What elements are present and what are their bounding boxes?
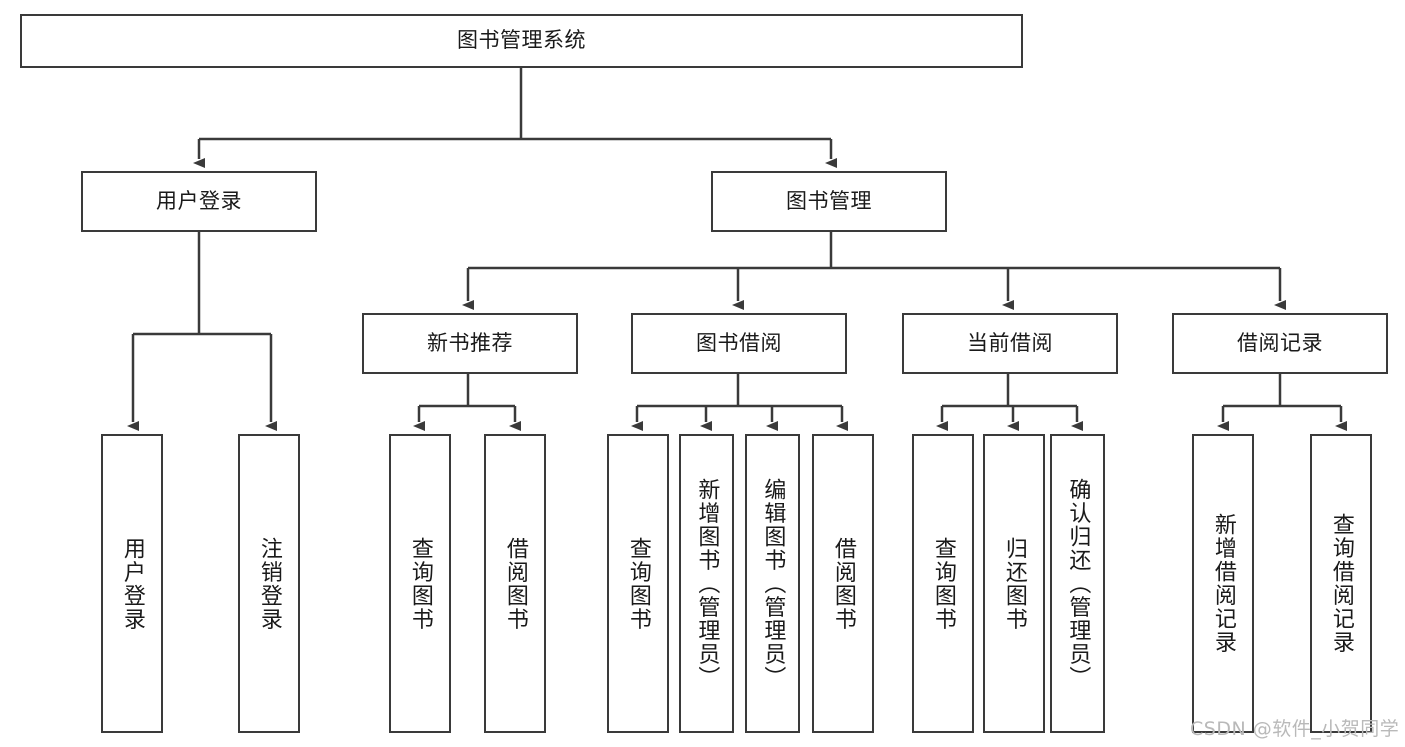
- node-leaf-query-borrow-record[interactable]: 查询借阅记录: [1310, 434, 1372, 733]
- node-leaf-add-borrow-record[interactable]: 新增借阅记录: [1192, 434, 1254, 733]
- node-leaf-confirm-return-admin[interactable]: 确认归还（管理员）: [1050, 434, 1105, 733]
- node-leaf-borrow-book-1-label: 借阅图书: [502, 536, 528, 631]
- node-leaf-query-book-3-label: 查询图书: [930, 536, 956, 631]
- node-leaf-add-book-admin-label: 新增图书（管理员）: [694, 477, 720, 690]
- node-borrow-record-label: 借阅记录: [1237, 330, 1323, 355]
- node-leaf-user-login[interactable]: 用户登录: [101, 434, 163, 733]
- node-leaf-borrow-book-1[interactable]: 借阅图书: [484, 434, 546, 733]
- node-leaf-return-book-label: 归还图书: [1001, 536, 1027, 631]
- node-leaf-borrow-book-2[interactable]: 借阅图书: [812, 434, 874, 733]
- node-current-borrow-label: 当前借阅: [967, 330, 1053, 355]
- node-book-manage[interactable]: 图书管理: [711, 171, 947, 232]
- node-new-book-recommend[interactable]: 新书推荐: [362, 313, 578, 374]
- node-leaf-confirm-return-admin-label: 确认归还（管理员）: [1065, 477, 1091, 690]
- node-book-manage-label: 图书管理: [786, 188, 872, 213]
- csdn-watermark: CSDN @软件_小贺同学: [1190, 718, 1400, 740]
- node-leaf-query-book-2-label: 查询图书: [625, 536, 651, 631]
- node-user-login-label: 用户登录: [156, 188, 242, 213]
- node-root[interactable]: 图书管理系统: [20, 14, 1023, 68]
- node-leaf-add-book-admin[interactable]: 新增图书（管理员）: [679, 434, 734, 733]
- node-leaf-query-borrow-record-label: 查询借阅记录: [1328, 513, 1354, 654]
- node-new-book-recommend-label: 新书推荐: [427, 330, 513, 355]
- node-leaf-add-borrow-record-label: 新增借阅记录: [1210, 513, 1236, 654]
- node-borrow-record[interactable]: 借阅记录: [1172, 313, 1388, 374]
- node-user-login[interactable]: 用户登录: [81, 171, 317, 232]
- node-leaf-logout-label: 注销登录: [256, 536, 282, 631]
- node-root-label: 图书管理系统: [457, 28, 586, 53]
- node-leaf-query-book-1[interactable]: 查询图书: [389, 434, 451, 733]
- node-leaf-edit-book-admin-label: 编辑图书（管理员）: [760, 477, 786, 690]
- node-leaf-logout[interactable]: 注销登录: [238, 434, 300, 733]
- node-leaf-borrow-book-2-label: 借阅图书: [830, 536, 856, 631]
- node-leaf-query-book-1-label: 查询图书: [407, 536, 433, 631]
- node-leaf-return-book[interactable]: 归还图书: [983, 434, 1045, 733]
- node-leaf-query-book-2[interactable]: 查询图书: [607, 434, 669, 733]
- node-book-borrow[interactable]: 图书借阅: [631, 313, 847, 374]
- node-book-borrow-label: 图书借阅: [696, 330, 782, 355]
- node-leaf-edit-book-admin[interactable]: 编辑图书（管理员）: [745, 434, 800, 733]
- node-leaf-query-book-3[interactable]: 查询图书: [912, 434, 974, 733]
- node-leaf-user-login-label: 用户登录: [119, 536, 145, 631]
- node-current-borrow[interactable]: 当前借阅: [902, 313, 1118, 374]
